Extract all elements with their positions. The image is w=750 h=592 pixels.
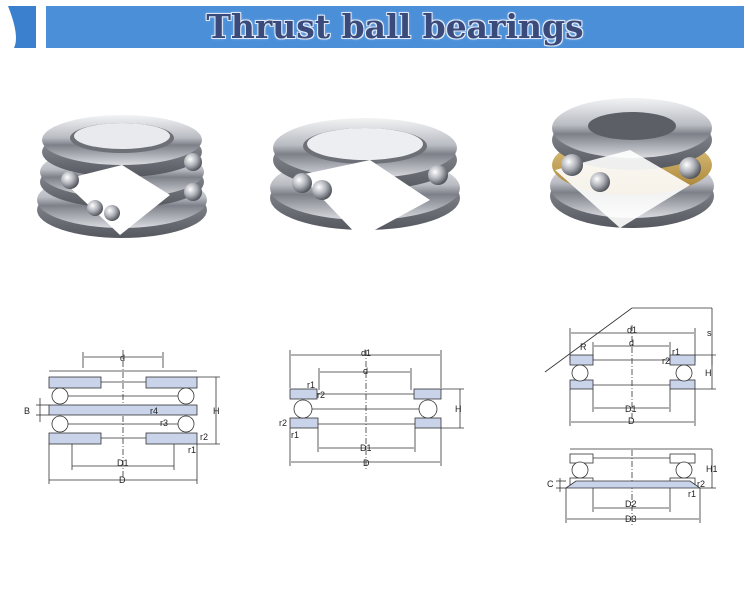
right-bottom-r2-label: r2 bbox=[697, 479, 705, 489]
middle-h-label: H bbox=[455, 404, 462, 414]
right-bottom-c-label: C bbox=[547, 479, 554, 489]
middle-d-label: d bbox=[363, 366, 368, 376]
middle-r2-bottom-label: r2 bbox=[279, 418, 287, 428]
left-r3-label: r3 bbox=[160, 418, 168, 428]
title-banner bbox=[46, 6, 744, 48]
right-top-r-label: R bbox=[580, 342, 587, 352]
banner-accent-shape bbox=[8, 6, 36, 48]
right-bottom-h1-label: H1 bbox=[706, 464, 718, 474]
middle-dd-label: D bbox=[363, 458, 370, 468]
right-top-d-label: d bbox=[629, 338, 634, 348]
left-b-label: B bbox=[24, 406, 30, 416]
left-r4-label: r4 bbox=[150, 406, 158, 416]
middle-r2-top-label: r2 bbox=[317, 390, 325, 400]
right-top-h-label: H bbox=[705, 368, 712, 378]
right-top-d1-label: d1 bbox=[627, 325, 637, 335]
right-top-dd-label: D bbox=[628, 416, 635, 426]
left-r2-label: r2 bbox=[200, 432, 208, 442]
right-bottom-d2-label: D2 bbox=[625, 499, 637, 509]
right-top-s-label: s bbox=[707, 328, 712, 338]
single-direction-bearing-photo bbox=[270, 118, 460, 238]
middle-d1-label: d1 bbox=[361, 348, 371, 358]
middle-r1-bottom-label: r1 bbox=[291, 430, 299, 440]
right-top-r2-label: r2 bbox=[662, 356, 670, 366]
right-bottom-r1-label: r1 bbox=[688, 489, 696, 499]
right-top-dd1-label: D1 bbox=[625, 404, 637, 414]
page-title: Thrust ball bearings bbox=[206, 7, 584, 46]
right-top-r1-label: r1 bbox=[672, 347, 680, 357]
sphered-washer-bearing-diagram bbox=[544, 307, 716, 426]
middle-dd1-label: D1 bbox=[360, 443, 372, 453]
left-d1-label: D1 bbox=[117, 458, 129, 468]
seat-washer-bearing-diagram bbox=[556, 448, 716, 525]
left-dd-label: D bbox=[119, 475, 126, 485]
double-direction-bearing-photo bbox=[37, 115, 207, 238]
middle-r1-top-label: r1 bbox=[307, 380, 315, 390]
double-direction-bearing-diagram bbox=[36, 350, 220, 484]
left-h-label: H bbox=[213, 406, 220, 416]
left-d-label: d bbox=[120, 353, 125, 363]
left-r1-label: r1 bbox=[188, 445, 196, 455]
brass-cage-bearing-photo bbox=[550, 98, 714, 228]
single-direction-bearing-diagram bbox=[289, 350, 464, 470]
right-bottom-d3-label: D3 bbox=[625, 514, 637, 524]
